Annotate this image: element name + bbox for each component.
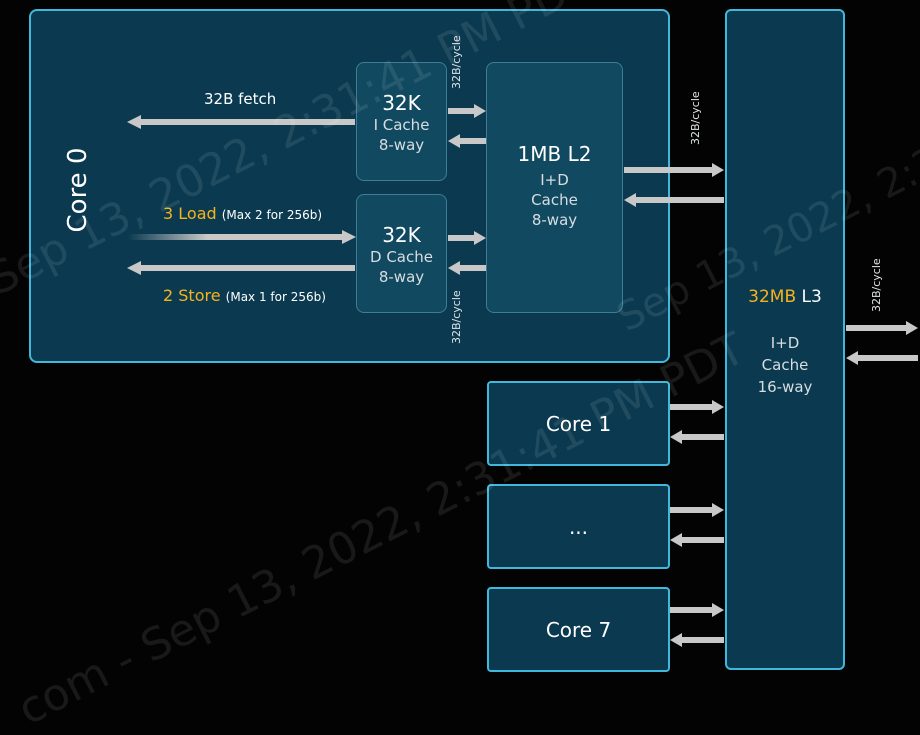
icache-name: I Cache	[373, 116, 430, 134]
l2-to-icache-arrow	[448, 134, 486, 148]
core-1-label: Core 1	[545, 411, 612, 436]
dcache-size: 32K	[382, 223, 421, 247]
load-label: 3 Load (Max 2 for 256b)	[163, 204, 322, 223]
l3-size-value: 32MB	[748, 287, 797, 307]
icache-block: 32K I Cache 8-way	[356, 62, 447, 181]
l3-to-core-ellipsis-arrow	[670, 533, 724, 547]
core-ellipsis-block: ...	[487, 484, 670, 569]
l3-size: 32MB L3	[727, 287, 843, 307]
store-note: (Max 1 for 256b)	[225, 290, 326, 304]
dcache-block: 32K D Cache 8-way	[356, 194, 447, 313]
core7-to-l3-arrow	[670, 603, 724, 617]
l2-assoc: 8-way	[531, 211, 578, 229]
icache-assoc: 8-way	[378, 136, 425, 154]
core-7-block: Core 7	[487, 587, 670, 672]
l3-name: Cache	[761, 356, 809, 374]
load-count: 3 Load	[163, 204, 217, 223]
dcache-to-l2-arrow	[448, 231, 486, 245]
dcache-assoc: 8-way	[378, 268, 425, 286]
l2-name: Cache	[531, 191, 578, 209]
l2-size: 1MB L2	[517, 142, 592, 166]
l3-in-arrow	[846, 351, 918, 365]
l2-to-dcache-arrow	[448, 261, 486, 275]
load-note: (Max 2 for 256b)	[221, 208, 323, 222]
store-arrow	[127, 261, 355, 275]
l3-out-arrow	[846, 321, 918, 335]
l3-to-core1-arrow	[670, 430, 724, 444]
l3-assoc: 16-way	[757, 378, 813, 396]
fetch-label: 32B fetch	[204, 90, 277, 108]
l3-block: 32MB L3 I+D Cache 16-way	[725, 9, 845, 670]
l2-to-l3-arrow	[624, 163, 724, 177]
core-ellipsis-label: ...	[568, 514, 589, 539]
icache-size: 32K	[382, 91, 421, 115]
l3-type: I+D	[770, 334, 800, 352]
l2-type: I+D	[540, 171, 569, 189]
core-7-label: Core 7	[545, 617, 612, 642]
dcache-name: D Cache	[370, 248, 433, 266]
core-1-block: Core 1	[487, 381, 670, 466]
core1-to-l3-arrow	[670, 400, 724, 414]
l3-to-core7-arrow	[670, 633, 724, 647]
store-count: 2 Store	[163, 286, 221, 305]
fetch-arrow	[127, 115, 355, 129]
load-arrow	[128, 230, 356, 244]
l3-to-l2-arrow	[624, 193, 724, 207]
l3-size-unit: L3	[796, 287, 822, 307]
store-label: 2 Store (Max 1 for 256b)	[163, 286, 326, 305]
l3-details: I+D Cache 16-way	[727, 332, 843, 398]
arrows-layer	[127, 104, 918, 647]
icache-to-l2-arrow	[448, 104, 486, 118]
l2-block: 1MB L2 I+D Cache 8-way	[486, 62, 623, 313]
core-ellipsis-to-l3-arrow	[670, 503, 724, 517]
